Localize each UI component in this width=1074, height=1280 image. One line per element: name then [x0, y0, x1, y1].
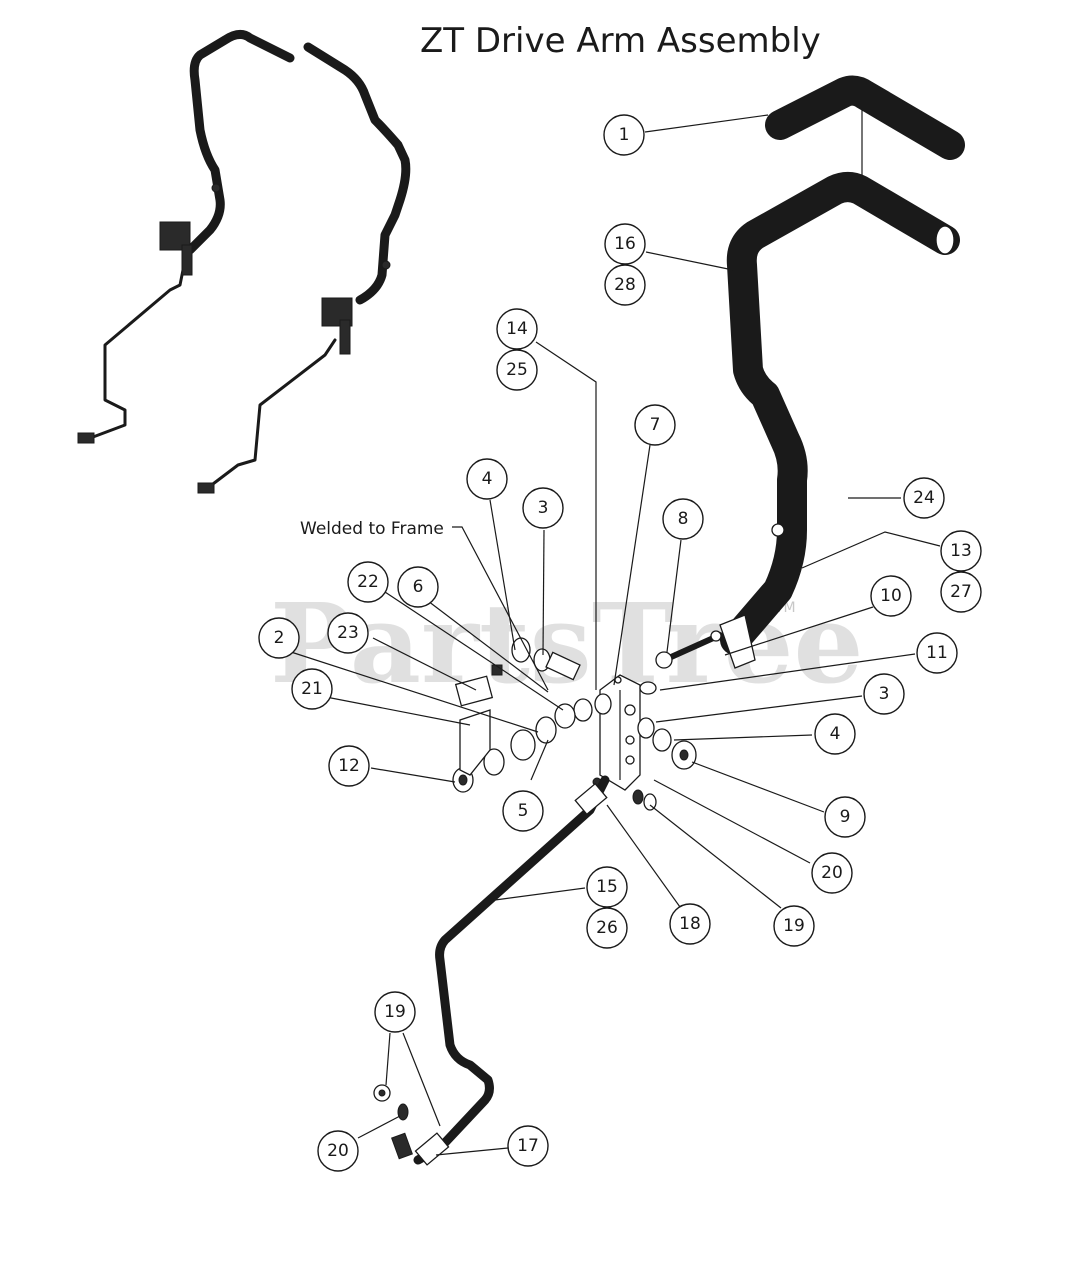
callout-17: 17 [507, 1125, 549, 1167]
callout-3-upper: 3 [522, 487, 564, 529]
svg-text:27: 27 [950, 582, 972, 602]
note-leader [452, 526, 549, 691]
svg-text:2: 2 [274, 628, 285, 648]
callout-9: 9 [824, 796, 866, 838]
svg-text:18: 18 [679, 914, 701, 934]
callout-8: 8 [662, 498, 704, 540]
svg-text:19: 19 [783, 916, 805, 936]
callout-27: 27 [940, 571, 982, 613]
svg-text:5: 5 [518, 801, 529, 821]
callout-19-right: 19 [773, 905, 815, 947]
leader-lines [290, 114, 941, 1156]
callout-21: 21 [291, 668, 333, 710]
svg-text:20: 20 [327, 1141, 349, 1161]
svg-text:1: 1 [619, 125, 630, 145]
svg-text:10: 10 [880, 586, 902, 606]
svg-text:15: 15 [596, 877, 618, 897]
callout-23: 23 [327, 612, 369, 654]
callout-19-bottom: 19 [374, 991, 416, 1033]
callout-24: 24 [903, 477, 945, 519]
svg-text:20: 20 [821, 863, 843, 883]
callout-11: 11 [916, 632, 958, 674]
diagram-title: ZT Drive Arm Assembly [420, 21, 821, 61]
callout-10: 10 [870, 575, 912, 617]
callout-26: 26 [586, 907, 628, 949]
svg-text:7: 7 [650, 415, 661, 435]
svg-text:16: 16 [614, 234, 636, 254]
svg-text:13: 13 [950, 541, 972, 561]
callout-2: 2 [258, 617, 300, 659]
svg-text:22: 22 [357, 572, 379, 592]
callout-5: 5 [502, 790, 544, 832]
callout-20-right: 20 [811, 852, 853, 894]
callout-12: 12 [328, 745, 370, 787]
svg-text:17: 17 [517, 1136, 539, 1156]
callout-28: 28 [604, 264, 646, 306]
svg-text:3: 3 [879, 684, 890, 704]
main-assembly [373, 75, 965, 1166]
callout-4-lower: 4 [814, 713, 856, 755]
svg-text:19: 19 [384, 1002, 406, 1022]
callout-3-lower: 3 [863, 673, 905, 715]
svg-text:8: 8 [678, 509, 689, 529]
svg-text:12: 12 [338, 756, 360, 776]
callout-18: 18 [669, 903, 711, 945]
callout-16: 16 [604, 223, 646, 265]
svg-text:24: 24 [913, 488, 935, 508]
svg-text:26: 26 [596, 918, 618, 938]
overview-illustration [77, 30, 411, 494]
note-welded-to-frame: Welded to Frame [300, 519, 444, 539]
callout-14: 14 [496, 308, 538, 350]
svg-text:25: 25 [506, 360, 528, 380]
svg-text:3: 3 [538, 498, 549, 518]
svg-text:11: 11 [926, 643, 948, 663]
callout-1: 1 [603, 114, 645, 156]
callout-13: 13 [940, 530, 982, 572]
callout-20-bottom: 20 [317, 1130, 359, 1172]
callout-6: 6 [397, 566, 439, 608]
callout-7: 7 [634, 404, 676, 446]
svg-text:4: 4 [482, 469, 493, 489]
svg-text:28: 28 [614, 275, 636, 295]
svg-text:21: 21 [301, 679, 323, 699]
callout-4-upper: 4 [466, 458, 508, 500]
svg-text:14: 14 [506, 319, 528, 339]
callout-15: 15 [586, 866, 628, 908]
callout-25: 25 [496, 349, 538, 391]
svg-text:23: 23 [337, 623, 359, 643]
svg-text:6: 6 [413, 577, 424, 597]
callout-22: 22 [347, 561, 389, 603]
svg-text:9: 9 [840, 807, 851, 827]
svg-text:4: 4 [830, 724, 841, 744]
